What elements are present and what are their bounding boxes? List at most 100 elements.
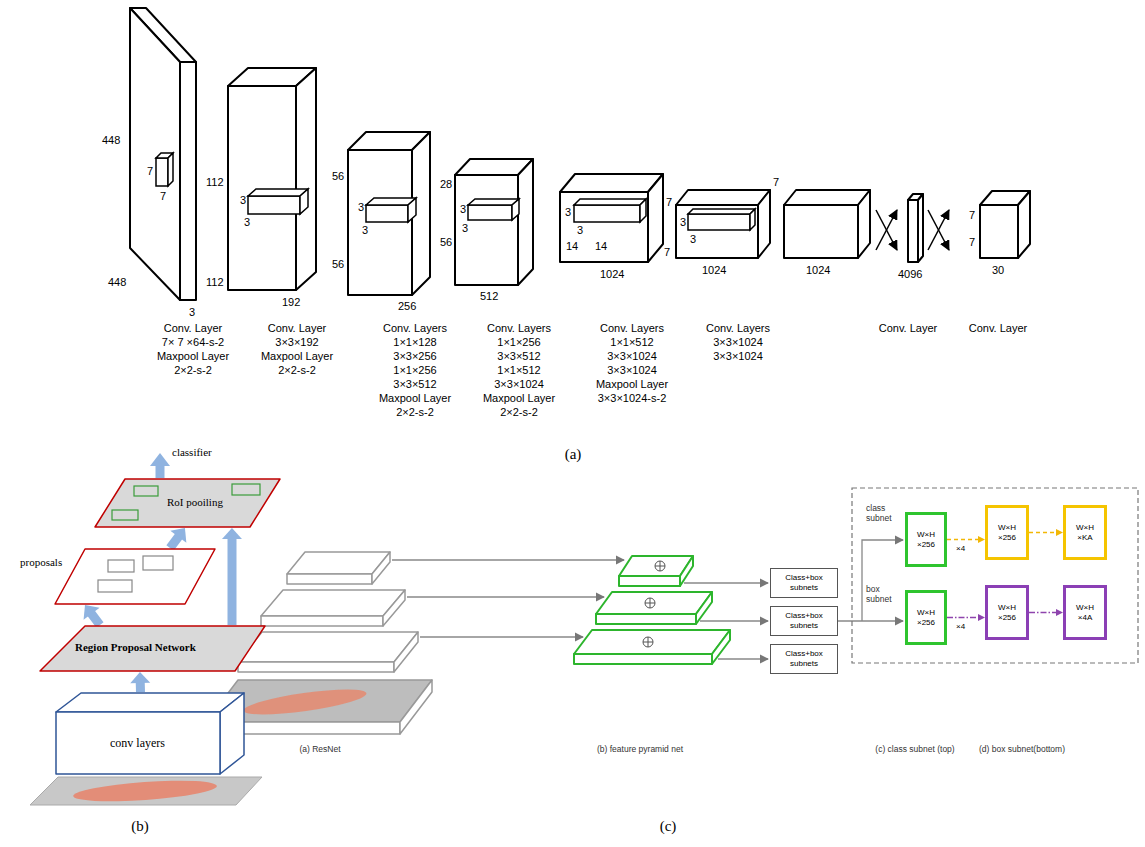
- dimension-label: 3: [680, 216, 686, 228]
- figure-label: (a): [565, 446, 582, 463]
- plane-shape: [40, 626, 265, 671]
- connector-line: [1029, 612, 1057, 614]
- connector: [222, 528, 242, 625]
- layer-caption: 2×2-s-2: [396, 406, 434, 418]
- dimension-label: 56: [440, 236, 452, 248]
- feature-block: [455, 159, 533, 285]
- arrow-head: [130, 672, 150, 683]
- node-text: W×H ×KA: [1072, 523, 1098, 543]
- subnet-frame: [852, 488, 1138, 663]
- layer-caption: 1×1×128: [393, 336, 436, 348]
- feature-block: [228, 68, 316, 290]
- output-block: [980, 205, 1018, 258]
- layer-caption: Conv. Layer: [879, 322, 938, 334]
- connector: [130, 672, 150, 692]
- arrow-head: [1056, 609, 1063, 616]
- part-caption: (c) class subnet (top): [875, 745, 954, 754]
- fc-bar: [908, 194, 923, 262]
- feature-block: [758, 190, 770, 258]
- dimension-label: 512: [480, 290, 498, 302]
- dimension-label: 14: [595, 240, 607, 252]
- dimension-label: 3: [577, 224, 583, 236]
- input-photo: [30, 777, 262, 805]
- kernel-box: [574, 199, 646, 222]
- kernel-box: [156, 158, 168, 186]
- region-box: [143, 556, 173, 570]
- dimension-label: 56: [332, 258, 344, 270]
- arrow-head: [978, 614, 985, 621]
- pyramid-slab: [596, 592, 712, 614]
- subnet-label: class subnet: [866, 503, 902, 523]
- feature-block: [348, 132, 430, 295]
- dimension-label: 3: [565, 206, 571, 218]
- box-outline: [55, 692, 245, 775]
- input-slab: [180, 62, 196, 300]
- figure-label: (b): [131, 818, 149, 835]
- part-caption: (d) box subnet(bottom): [979, 745, 1065, 754]
- part-caption: (a) ResNet: [299, 745, 340, 754]
- input-photo: [242, 684, 367, 719]
- arrow-head: [978, 536, 985, 543]
- fc-bar: [918, 194, 923, 262]
- kernel-box: [688, 209, 755, 230]
- kernel-box: [688, 209, 755, 214]
- layer-caption: Maxpool Layer: [483, 392, 555, 404]
- plane-shape: [95, 479, 280, 527]
- resnet-slab: [287, 574, 372, 584]
- node-text: Class+box subnets: [775, 573, 833, 593]
- kernel-box: [366, 205, 408, 222]
- dimension-label: 30: [992, 264, 1004, 276]
- arrow-head: [222, 528, 242, 539]
- resnet-slab: [238, 632, 418, 662]
- layer-caption: 3×3×512: [393, 378, 436, 390]
- kernel-box: [574, 199, 646, 205]
- kernel-box: [468, 205, 512, 220]
- dimension-label: 3: [462, 222, 468, 234]
- feature-block: [348, 150, 412, 295]
- feature-block: [676, 190, 770, 258]
- feature-map: W×H ×256: [905, 512, 947, 567]
- layer-caption: Conv. Layers: [487, 322, 551, 334]
- node-text: conv layers: [55, 712, 220, 774]
- feature-block: [648, 174, 663, 262]
- dimension-label: 3: [189, 306, 195, 318]
- dimension-label: 3: [362, 224, 368, 236]
- dimension-label: 1024: [806, 264, 830, 276]
- layer-caption: Conv. Layers: [600, 322, 664, 334]
- dimension-label: 56: [332, 170, 344, 182]
- plane-shape: [55, 549, 215, 604]
- feature-block: [784, 190, 870, 205]
- layer-caption: 3×3×1024: [607, 350, 657, 362]
- layer-caption: Conv. Layer: [268, 322, 327, 334]
- layer-caption: 3×3×1024: [713, 336, 763, 348]
- dimension-label: 7: [160, 190, 166, 202]
- output-block: [980, 191, 1030, 258]
- region-box: [112, 510, 138, 520]
- lateral-connection: [420, 636, 583, 637]
- connector: [170, 528, 186, 548]
- layer-caption: Conv. Layer: [969, 322, 1028, 334]
- input-photo: [73, 777, 218, 805]
- dimension-label: 4096: [898, 268, 922, 280]
- layer-caption: 3×3×1024-s-2: [598, 392, 667, 404]
- dimension-label: 256: [398, 300, 416, 312]
- node-text: Class+box subnets: [775, 611, 833, 631]
- full-connection: [928, 210, 949, 250]
- layer-caption: 3×3×1024: [713, 350, 763, 362]
- feature-map: W×H ×KA: [1063, 505, 1107, 560]
- input-slab: [130, 8, 196, 300]
- layer-caption: 3×3×192: [275, 336, 318, 348]
- layer-caption: 1×1×256: [497, 336, 540, 348]
- part-caption: (b) feature pyramid net: [597, 745, 683, 754]
- layer-caption: 2×2-s-2: [500, 406, 538, 418]
- lateral-connection: [838, 620, 903, 621]
- dimension-label: 448: [102, 134, 120, 146]
- resnet-slab: [238, 662, 394, 672]
- dimension-label: 7: [969, 209, 975, 221]
- subnet-label: box subnet: [866, 584, 902, 604]
- resnet-slab: [400, 680, 432, 734]
- roi-plane: RoI pooiling: [92, 478, 284, 528]
- connector-line: [91, 613, 100, 625]
- lateral-connection: [718, 658, 768, 659]
- pyramid-slab: [680, 556, 693, 586]
